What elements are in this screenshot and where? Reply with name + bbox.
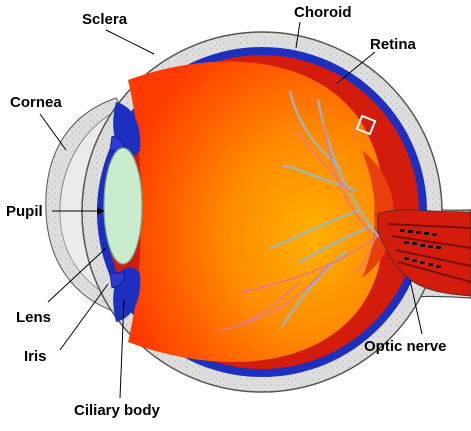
fovea-marker (355, 114, 377, 136)
lens (103, 147, 143, 265)
label-pupil: Pupil (6, 203, 43, 220)
label-choroid: Choroid (294, 4, 352, 21)
label-lens: Lens (16, 309, 51, 326)
label-optic-nerve: Optic nerve (364, 338, 447, 355)
label-sclera: Sclera (82, 11, 128, 28)
label-ciliary-body: Ciliary body (74, 402, 161, 419)
label-iris: Iris (24, 348, 47, 365)
retinal-vessels (221, 90, 380, 331)
pupil-arrowhead (97, 207, 104, 215)
vitreous-body (128, 61, 384, 363)
label-cornea: Cornea (10, 94, 62, 111)
label-retina: Retina (370, 36, 417, 53)
optic-nerve (377, 209, 471, 297)
label-leader-lines (39, 21, 423, 399)
